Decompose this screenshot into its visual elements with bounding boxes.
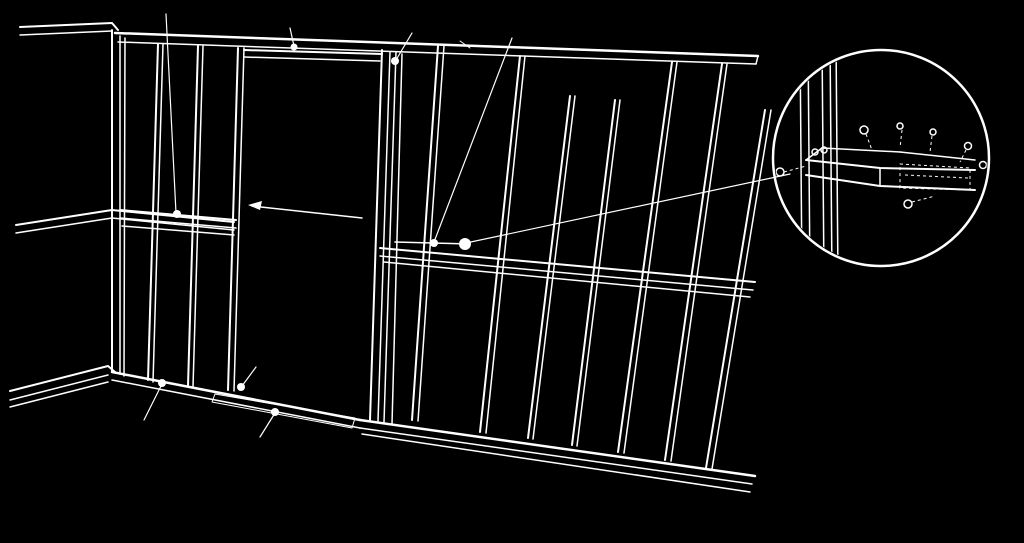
callouts [143,13,791,438]
callout-door-threshold [259,408,279,438]
left-wall-top-rail [19,22,119,36]
bottom-track [110,370,757,493]
right-bay-blocking [379,241,756,298]
callout-blocking-channel [430,37,513,247]
callout-bottom-track-left [143,379,166,421]
detail-magnifier [771,48,991,268]
main-wall-frame [110,29,772,493]
detail-channel [805,147,976,191]
door-jamb-right [369,49,403,425]
door-direction-arrow [248,201,363,219]
callout-left-stud-1 [165,13,181,218]
callout-door-stud-base [237,366,257,391]
left-wall-bottom-rail [9,365,116,408]
left-wall [9,22,235,408]
detail-circle-outline [771,48,991,268]
right-bay-studs [411,45,772,470]
callout-top-track [289,27,298,51]
left-end-stud [111,29,126,377]
callout-detail-connection [459,173,791,250]
detail-splice-sleeve [899,163,971,191]
detail-screws [775,122,987,209]
door-header [243,49,383,62]
detail-contents [775,52,987,264]
callout-jamb-stud [391,32,413,65]
